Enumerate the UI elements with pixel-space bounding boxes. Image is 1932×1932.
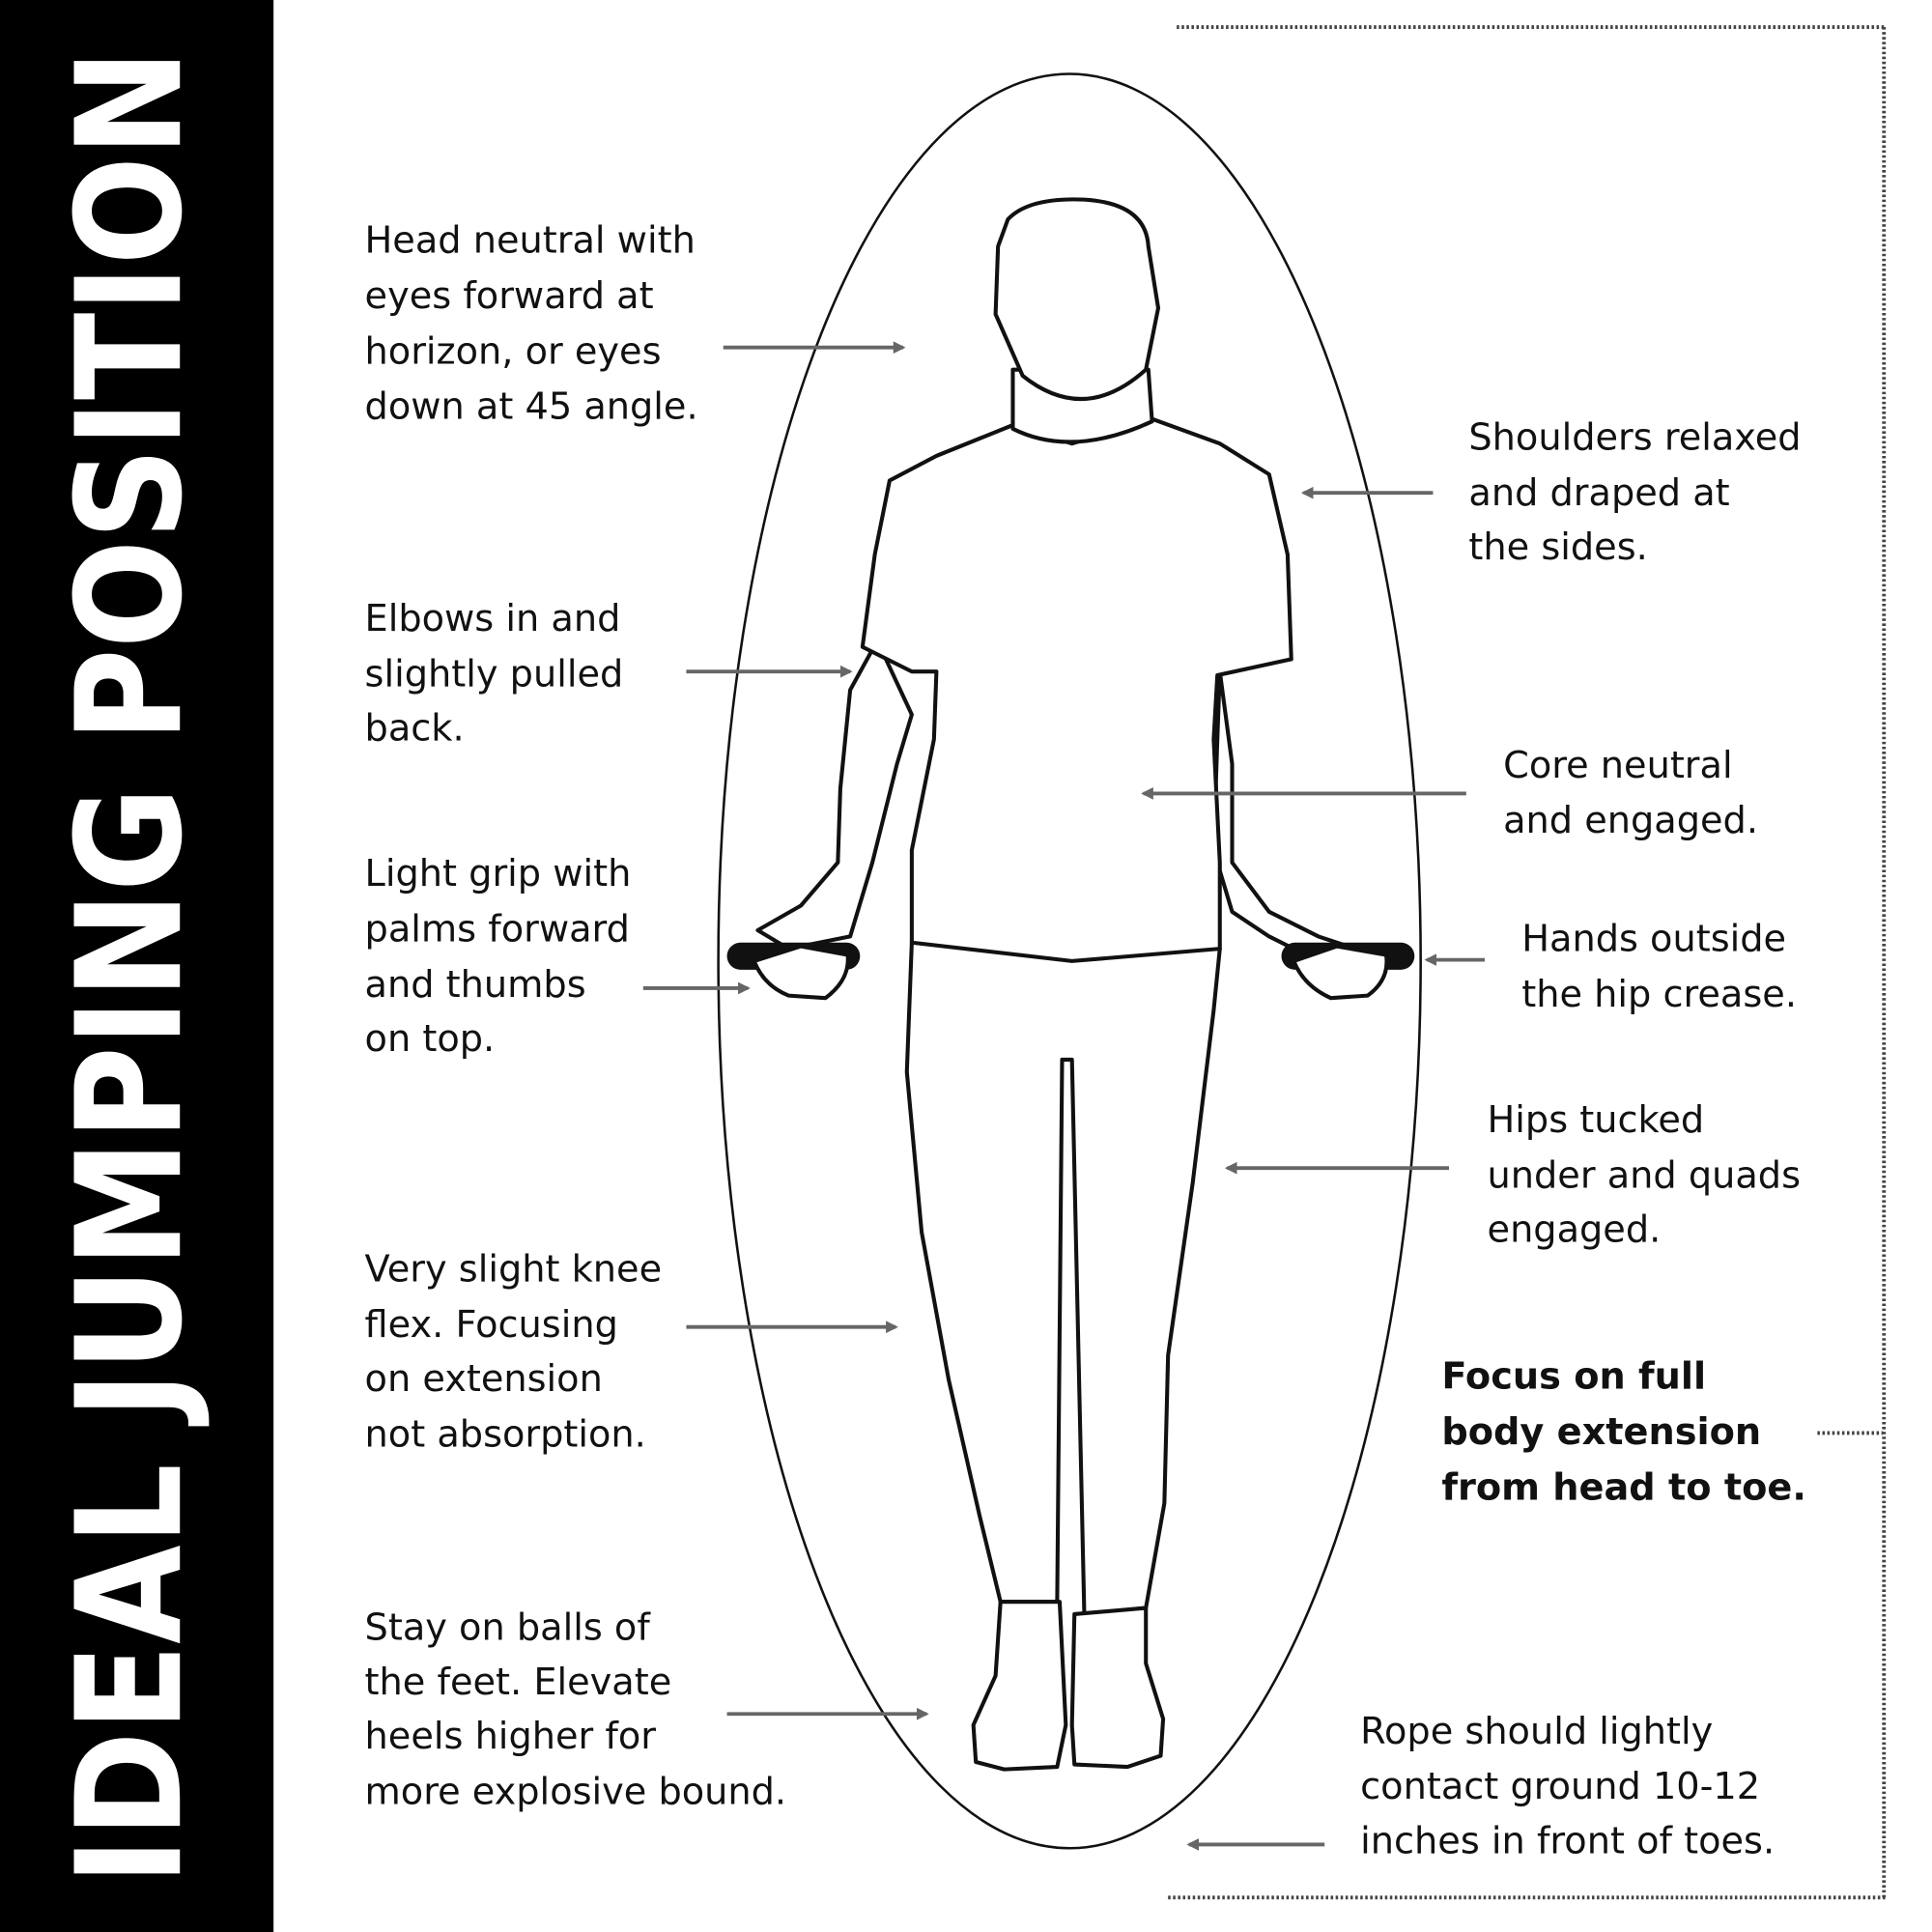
note-focus: Focus on full body extension from head t… bbox=[1441, 1354, 1806, 1509]
note-grip: Light grip with palms forward and thumbs… bbox=[365, 852, 643, 1061]
rope-ellipse bbox=[717, 72, 1422, 1850]
body-figure bbox=[726, 197, 1415, 1772]
note-feet: Stay on balls of the feet. Elevate heels… bbox=[365, 1606, 787, 1814]
note-knee: Very slight knee flex. Focusing on exten… bbox=[365, 1248, 674, 1457]
arrows bbox=[642, 341, 1485, 1851]
dashed-frame bbox=[1168, 25, 1887, 1900]
note-rope: Rope should lightly contact ground 10-12… bbox=[1360, 1710, 1775, 1863]
note-elbows: Elbows in and slightly pulled back. bbox=[365, 597, 636, 751]
title-sidebar bbox=[0, 0, 274, 1932]
note-hips: Hips tucked under and quads engaged. bbox=[1488, 1098, 1813, 1252]
note-hands: Hands outside the hip crease. bbox=[1521, 918, 1798, 1016]
note-core: Core neutral and engaged. bbox=[1503, 744, 1758, 842]
page-title: IDEAL JUMPING POSITION bbox=[45, 49, 214, 1886]
note-head: Head neutral with eyes forward at horizo… bbox=[365, 218, 707, 428]
note-shoulders: Shoulders relaxed and draped at the side… bbox=[1468, 416, 1812, 570]
